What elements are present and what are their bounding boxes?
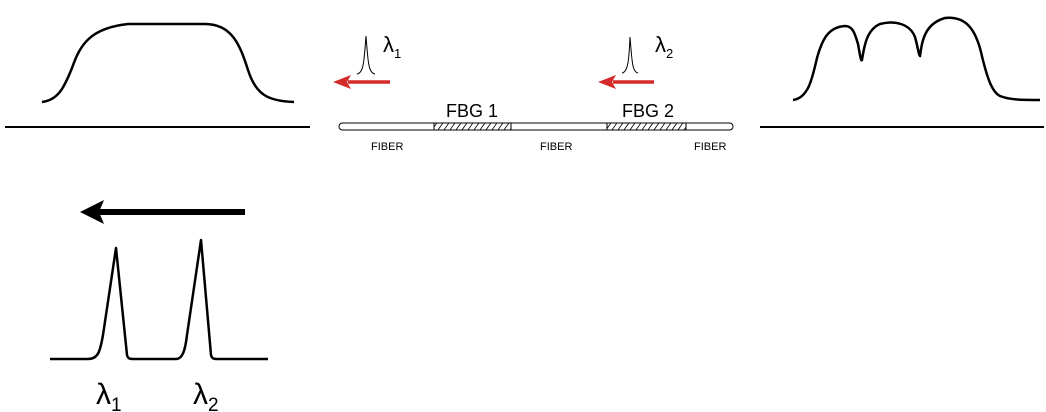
reflected-direction-arrow <box>80 200 245 224</box>
optical-fiber: FBG 1 FBG 2 FIBER FIBER FIBER <box>338 101 734 153</box>
transmitted-spectrum <box>760 16 1044 128</box>
fiber-label-1: FIBER <box>371 141 403 153</box>
reflected-lambda2-label: λ2 <box>193 378 219 412</box>
reflected-spectrum: λ1 λ2 <box>50 200 268 412</box>
reflected-spectrum-curve <box>50 238 268 361</box>
fbg2-lambda-label: λ2 <box>655 32 673 61</box>
input-spectrum <box>5 22 310 128</box>
fbg2-reflection-arrow <box>598 75 654 89</box>
reflected-lambda1-label: λ1 <box>96 378 122 412</box>
fbg1-label: FBG 1 <box>446 101 498 121</box>
fbg2-label: FBG 2 <box>622 101 674 121</box>
fbg2-reflected-peak-icon <box>621 36 639 74</box>
fbg1-reflection: λ1 <box>333 32 401 89</box>
fbg2-reflection: λ2 <box>598 32 673 89</box>
fbg2-grating <box>606 122 687 131</box>
fbg1-reflected-peak-icon <box>356 35 376 75</box>
transmitted-spectrum-curve <box>792 16 1041 102</box>
fiber-label-2: FIBER <box>540 141 572 153</box>
fbg1-lambda-label: λ1 <box>383 32 401 61</box>
input-spectrum-curve <box>41 22 295 104</box>
fbg1-reflection-arrow <box>333 75 390 89</box>
fiber-label-3: FIBER <box>694 141 726 153</box>
fbg1-grating <box>433 122 512 131</box>
